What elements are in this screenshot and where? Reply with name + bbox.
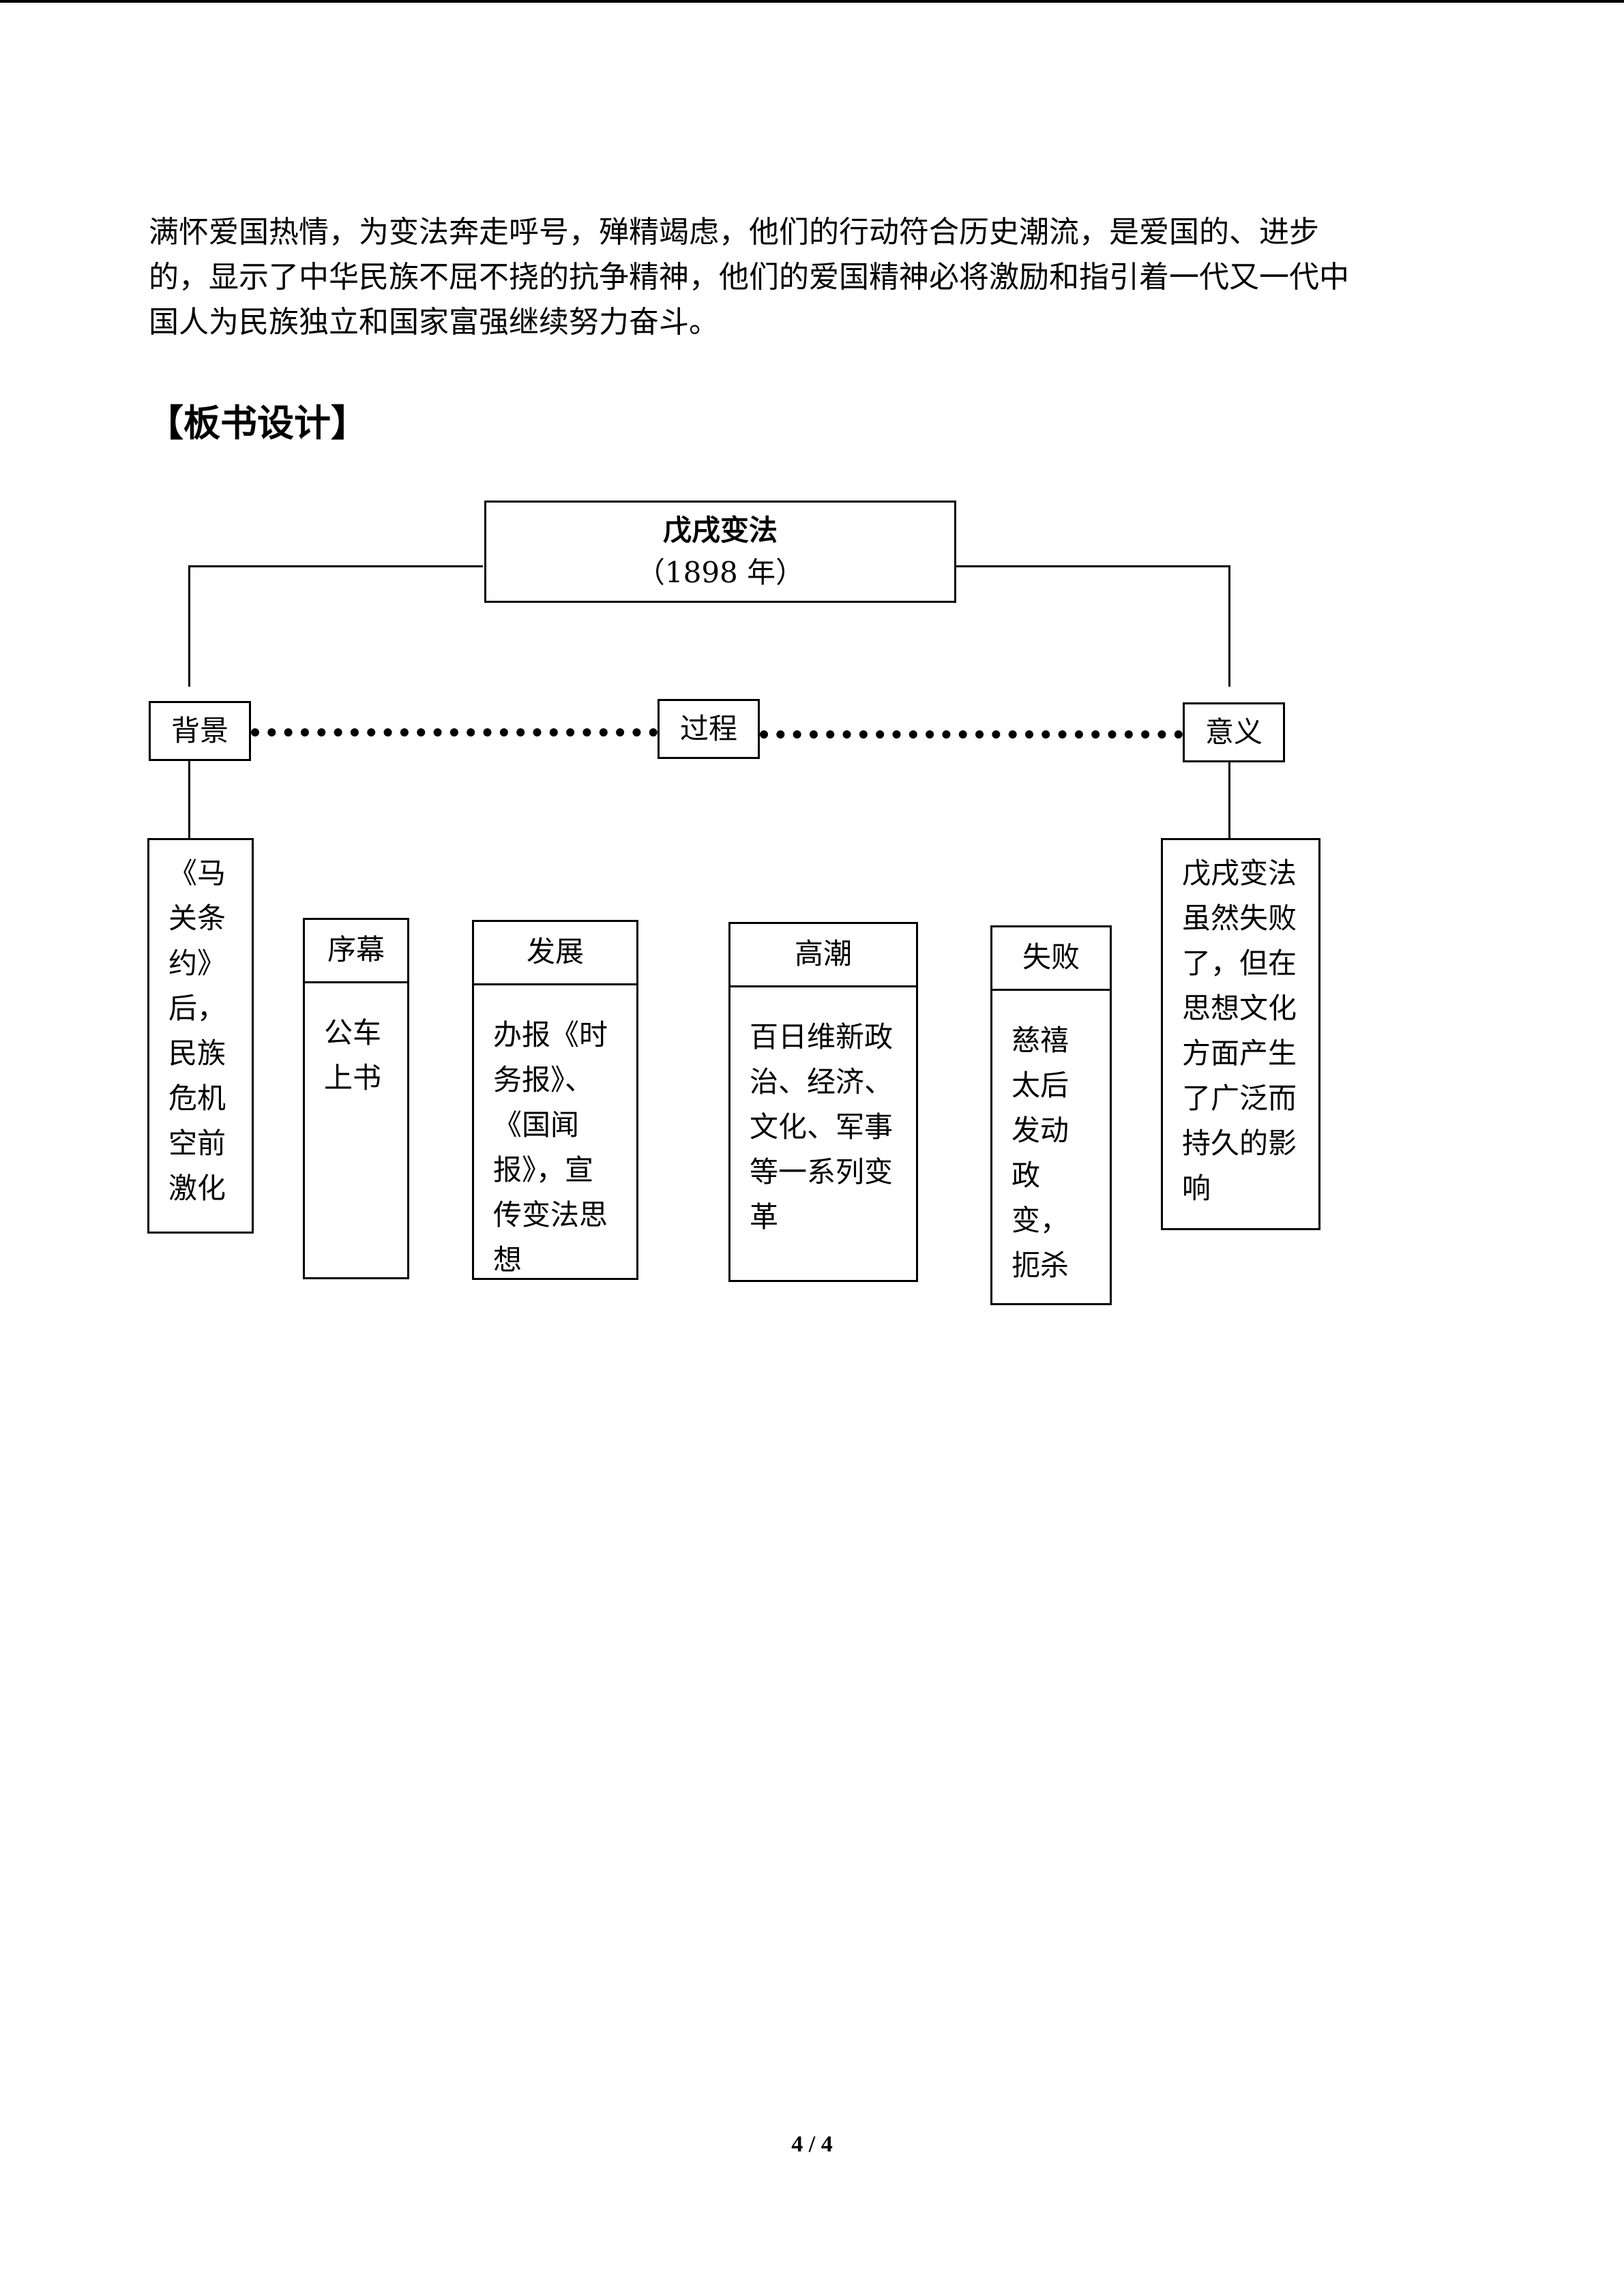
paragraph-line: 国人为民族独立和国家富强继续努力奋斗。	[149, 305, 719, 340]
significance-label-box: 意义	[1183, 702, 1285, 762]
connector-line	[188, 565, 483, 567]
paragraph-line: 的，显示了中华民族不屈不挠的抗争精神，他们的爱国精神必将激励和指引着一代又一代中	[149, 260, 1349, 295]
page-number: 4 / 4	[791, 2132, 833, 2157]
stage-content: 公车上书	[324, 1016, 382, 1094]
stage-box-climax: 高潮 百日维新政治、经济、文化、军事等一系列变革	[728, 922, 918, 1282]
stage-content: 慈禧太后发动政变，扼杀	[1012, 1024, 1069, 1282]
background-label: 背景	[171, 714, 228, 747]
title-box: 戊戌变法 （1898 年）	[484, 501, 956, 603]
stage-box-failure: 失败 慈禧太后发动政变，扼杀	[990, 925, 1112, 1305]
dotted-connector	[760, 730, 1183, 739]
process-label-box: 过程	[658, 699, 760, 759]
process-label: 过程	[679, 712, 737, 745]
stage-box-prelude: 序幕 公车上书	[303, 918, 409, 1279]
paragraph-line: 满怀爱国热情，为变法奔走呼号，殚精竭虑，他们的行动符合历史潮流，是爱国的、进步	[149, 215, 1319, 250]
stage-title: 失败	[992, 927, 1110, 991]
connector-line	[955, 565, 1230, 567]
stage-title: 序幕	[305, 920, 407, 983]
connector-line	[1228, 565, 1230, 687]
stage-content: 百日维新政治、经济、文化、军事等一系列变革	[750, 1020, 894, 1234]
diagram-title: 戊戌变法	[662, 513, 778, 547]
diagram-year: （1898 年）	[636, 556, 805, 589]
significance-content-box: 戊戌变法虽然失败了，但在思想文化方面产生了广泛而持久的影响	[1161, 838, 1320, 1230]
stage-box-development: 发展 办报《时务报》、《国闻报》，宣传变法思想	[472, 920, 638, 1280]
connector-line	[1228, 760, 1230, 839]
significance-content: 戊戌变法虽然失败了，但在思想文化方面产生了广泛而持久的影响	[1182, 856, 1297, 1205]
body-paragraph: 满怀爱国热情，为变法奔走呼号，殚精竭虑，他们的行动符合历史潮流，是爱国的、进步 …	[149, 210, 1479, 345]
section-heading: 【板书设计】	[147, 401, 368, 445]
significance-label: 意义	[1205, 715, 1263, 749]
background-content-box: 《马关条约》后，民族危机空前激化	[147, 838, 254, 1234]
background-content: 《马关条约》后，民族危机空前激化	[168, 856, 226, 1205]
dotted-connector	[251, 728, 658, 736]
background-label-box: 背景	[149, 701, 251, 761]
stage-title: 高潮	[730, 924, 916, 987]
stage-content: 办报《时务报》、《国闻报》，宣传变法思想	[493, 1018, 608, 1277]
connector-line	[188, 565, 190, 687]
page-top-border	[0, 0, 1624, 3]
stage-title: 发展	[474, 922, 636, 985]
connector-line	[188, 760, 190, 839]
